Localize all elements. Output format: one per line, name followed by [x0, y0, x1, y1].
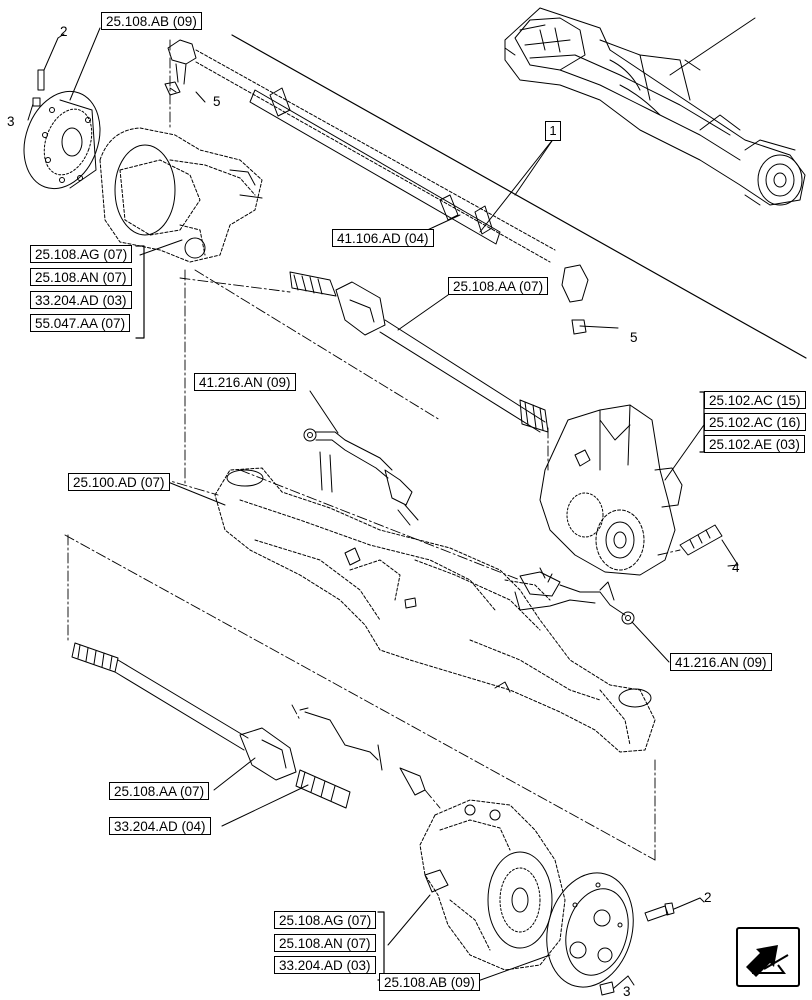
ref-25-108-an-top[interactable]: 25.108.AN (07): [30, 268, 132, 286]
ref-25-102-ac-15[interactable]: 25.102.AC (15): [704, 391, 806, 409]
pinion-4: [679, 524, 739, 566]
steering-knuckle-top: [99, 127, 263, 263]
ref-33-204-ad-03-bottom[interactable]: 33.204.AD (03): [274, 956, 376, 974]
callout-5-top[interactable]: 5: [213, 94, 221, 109]
callout-2-bottom[interactable]: 2: [704, 890, 712, 905]
ref-33-204-ad-04[interactable]: 33.204.AD (04): [109, 817, 211, 835]
ref-25-100-ad[interactable]: 25.100.AD (07): [68, 473, 170, 491]
ref-41-106-ad[interactable]: 41.106.AD (04): [332, 229, 434, 247]
ref-25-108-aa-bottom[interactable]: 25.108.AA (07): [109, 782, 210, 800]
wheel-flange-top: [23, 90, 101, 190]
ref-25-108-an-bottom[interactable]: 25.108.AN (07): [274, 934, 376, 952]
axle-housing: [214, 467, 656, 753]
ref-25-108-aa-top[interactable]: 25.108.AA (07): [448, 277, 549, 295]
callout-3-top[interactable]: 3: [7, 114, 15, 129]
ref-25-108-ab-top[interactable]: 25.108.AB (09): [101, 12, 202, 30]
ref-25-108-ag-bottom[interactable]: 25.108.AG (07): [274, 911, 377, 929]
arrow-nav-glyph: [746, 945, 789, 977]
sensor-wire: [299, 707, 426, 796]
ref-55-047-aa[interactable]: 55.047.AA (07): [30, 314, 131, 332]
ref-25-108-ag-top[interactable]: 25.108.AG (07): [30, 245, 133, 263]
assembled-axle-thumbnail: [504, 7, 806, 206]
drive-shaft-bottom: [71, 642, 351, 809]
drive-shaft-top: [289, 271, 549, 433]
steering-knuckle-bottom: [419, 799, 566, 971]
callout-1[interactable]: 1: [545, 121, 561, 141]
arrow-nav-icon[interactable]: [736, 927, 800, 987]
callout-5-mid[interactable]: 5: [630, 330, 638, 345]
ref-25-102-ae-03[interactable]: 25.102.AE (03): [704, 435, 805, 453]
callout-3-bottom[interactable]: 3: [623, 984, 631, 999]
ref-25-108-ab-bottom[interactable]: 25.108.AB (09): [379, 973, 480, 991]
ref-25-102-ac-16[interactable]: 25.102.AC (16): [704, 413, 806, 431]
ref-33-204-ad-03-top[interactable]: 33.204.AD (03): [30, 291, 132, 309]
bolts-top: [27, 37, 59, 121]
ref-41-216-an-left[interactable]: 41.216.AN (09): [194, 373, 296, 391]
divider-line: [231, 34, 807, 359]
bolts-bottom: [599, 897, 701, 996]
tie-rod-top: [164, 39, 589, 335]
leader-lines: [57, 27, 739, 986]
ref-41-216-an-right[interactable]: 41.216.AN (09): [670, 653, 772, 671]
wheel-flange-bottom: [546, 872, 634, 988]
hose-left: [303, 428, 419, 526]
differential: [539, 404, 683, 576]
callout-4[interactable]: 4: [732, 560, 740, 575]
callout-2-top[interactable]: 2: [60, 24, 68, 39]
hose-right: [514, 567, 635, 625]
